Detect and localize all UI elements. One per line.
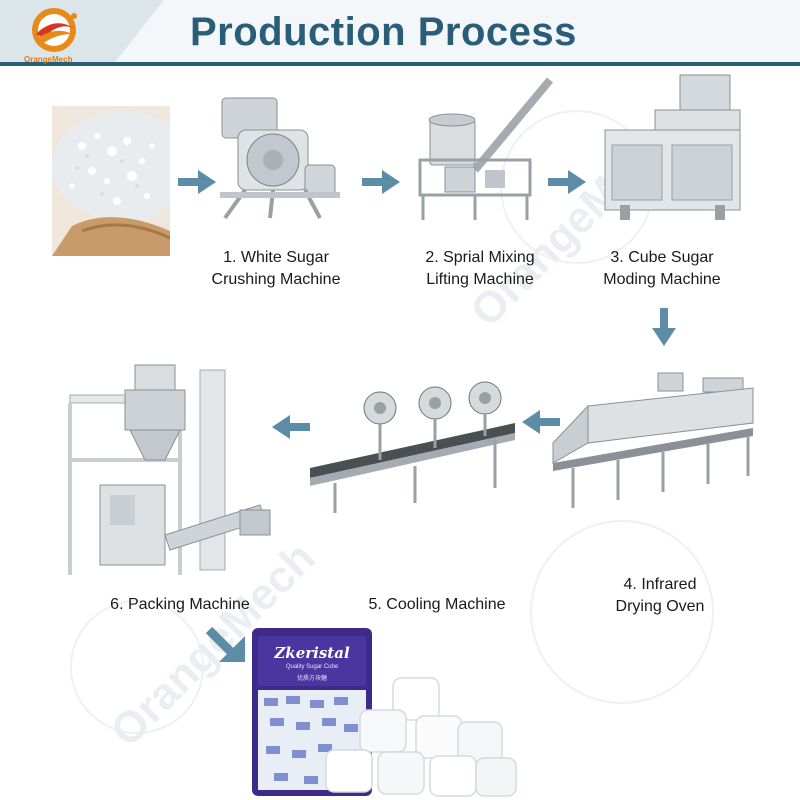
arrow-down [652, 308, 676, 346]
step-1-line1: 1. White Sugar [223, 249, 329, 266]
bag-cjk-text: 优质方块糖 [296, 676, 327, 682]
sugar-cubes-image [325, 677, 517, 797]
white-sugar-photo [52, 106, 170, 256]
step-2-line2: Lifting Machine [426, 271, 534, 288]
bag-brand-text: Zkeristal [274, 644, 350, 662]
step-3-line1: 3. Cube Sugar [610, 249, 714, 266]
arrow-right-1 [178, 170, 216, 194]
watermark-ring-3 [530, 520, 714, 704]
arrow-left-2 [272, 415, 310, 439]
spiral-mixing-machine-image [418, 77, 554, 220]
step-6-label: 6. Packing Machine [95, 594, 265, 616]
arrow-left-1 [522, 410, 560, 434]
orange-logo-icon [32, 8, 77, 52]
arrow-right-2 [362, 170, 400, 194]
step-5-label: 5. Cooling Machine [352, 594, 522, 616]
step-2-line1: 2. Sprial Mixing [425, 249, 535, 266]
logo-text: OrangeMech [24, 55, 73, 64]
page-title: Production Process [190, 10, 577, 54]
step-1-label: 1. White Sugar Crushing Machine [196, 247, 356, 291]
arrow-down-right [205, 626, 245, 662]
header-panel [112, 0, 800, 66]
step-2-label: 2. Sprial Mixing Lifting Machine [400, 247, 560, 291]
infrared-drying-oven-image [552, 372, 754, 508]
crushing-machine-image [220, 97, 340, 220]
step-3-line2: Moding Machine [603, 271, 721, 288]
header: OrangeMech Production Process [0, 0, 800, 66]
bag-tagline-text: Quality Sugar Cube [285, 664, 339, 670]
step-3-label: 3. Cube Sugar Moding Machine [582, 247, 742, 291]
step-1-line2: Crushing Machine [211, 271, 341, 288]
step-4-label: 4. Infrared Drying Oven [580, 574, 740, 618]
cube-molding-machine-image [604, 74, 741, 220]
step-4-line2: Drying Oven [615, 598, 705, 615]
header-underline [0, 62, 800, 66]
step-4-line1: 4. Infrared [623, 576, 697, 593]
watermark-ring-2 [70, 600, 204, 734]
step-6-line1: 6. Packing Machine [110, 596, 250, 613]
cooling-machine-image [310, 381, 515, 513]
step-5-line1: 5. Cooling Machine [368, 596, 506, 613]
arrow-right-3 [548, 170, 586, 194]
packing-machine-image [68, 364, 271, 575]
